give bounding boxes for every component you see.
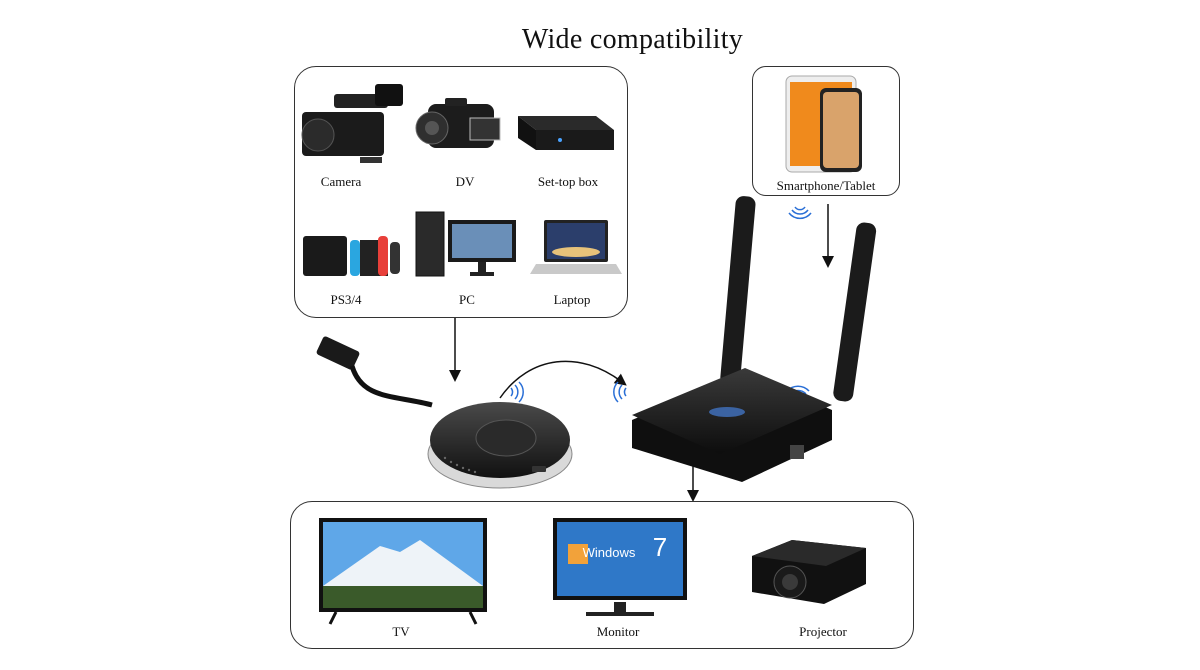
projector-label: Projector [799,624,847,640]
